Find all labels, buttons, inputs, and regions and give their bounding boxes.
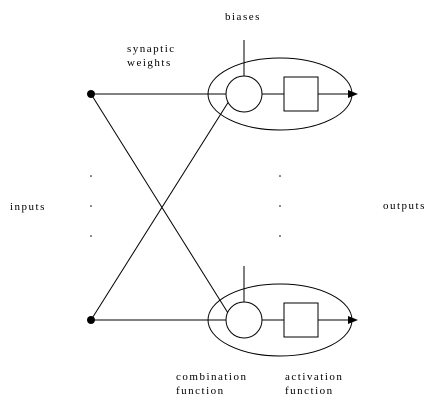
activation-function-top	[283, 76, 319, 112]
activation-function-bottom	[283, 302, 319, 338]
weight-top-to-bottom	[90, 93, 229, 314]
inputs-label: inputs	[10, 201, 46, 213]
weight-bottom-to-top	[90, 100, 230, 321]
combination-function-top	[225, 75, 263, 113]
combination-function-bottom	[225, 301, 263, 339]
ellipsis-neurons	[279, 175, 281, 237]
synaptic-weights-label-line1: synaptic	[127, 43, 176, 55]
activation-function-label-line1: activation	[285, 371, 343, 383]
synaptic-weights-label-line2: weights	[127, 57, 172, 69]
combination-function-label-line2: function	[176, 385, 225, 397]
combination-function-label-line1: combination	[176, 371, 248, 383]
ellipsis-inputs	[90, 175, 92, 237]
outputs-label: outputs	[383, 200, 426, 212]
activation-function-label-line2: function	[285, 385, 334, 397]
biases-label: biases	[225, 11, 261, 23]
